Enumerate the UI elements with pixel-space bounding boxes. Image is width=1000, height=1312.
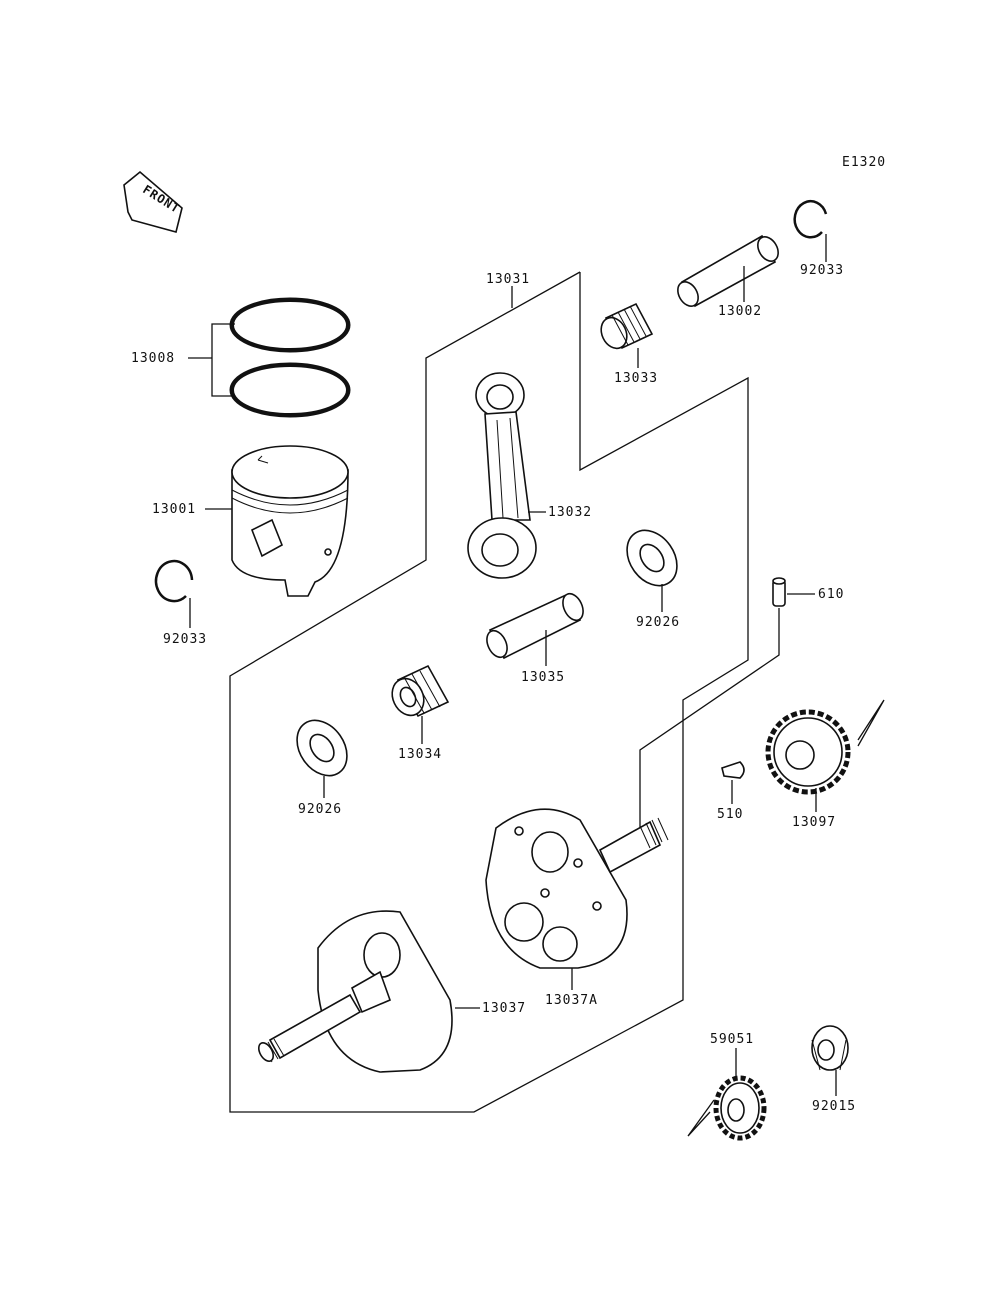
label-92015: 92015 [812,1099,856,1114]
nut-92015 [811,1025,849,1071]
circlip-92033-left [154,559,194,603]
thrust-washer-92026-left [296,719,348,777]
thrust-washer-92026-right [626,529,678,587]
crank-pin-13035 [486,592,584,660]
needle-bearing-13034 [391,664,450,718]
label-92033-right: 92033 [800,263,844,278]
pin-610 [772,577,786,607]
key-510 [721,761,745,779]
crankshaft-half-13037A [485,808,669,969]
label-13035: 13035 [521,670,565,685]
label-13037: 13037 [482,1001,526,1016]
label-92026-left: 92026 [298,802,342,817]
label-13002: 13002 [718,304,762,319]
assembly-outline [229,271,749,1113]
label-13001: 13001 [152,502,196,517]
label-510: 510 [717,807,743,822]
label-13008: 13008 [131,351,175,366]
leader-13008 [211,323,235,397]
crankshaft-half-13037 [257,910,453,1073]
piston-pin-13002 [677,234,779,308]
label-13097: 13097 [792,815,836,830]
circlip-92033-right [793,200,828,239]
label-92033-left: 92033 [163,632,207,647]
front-arrow-icon: FRONT [123,170,183,233]
label-92026-right: 92026 [636,615,680,630]
piston-13001 [231,445,349,597]
needle-bearing-13033 [600,302,654,350]
label-13032: 13032 [548,505,592,520]
piston-rings-13008 [229,297,351,418]
gear-13097 [765,709,851,795]
label-610: 610 [818,587,844,602]
label-13037A: 13037A [545,993,598,1008]
label-59051: 59051 [710,1032,754,1047]
diagram-code: E1320 [842,155,886,170]
label-13034: 13034 [398,747,442,762]
label-13031: 13031 [486,272,530,287]
connecting-rod-13032 [467,372,537,579]
label-13033: 13033 [614,371,658,386]
gear-59051 [713,1075,767,1141]
